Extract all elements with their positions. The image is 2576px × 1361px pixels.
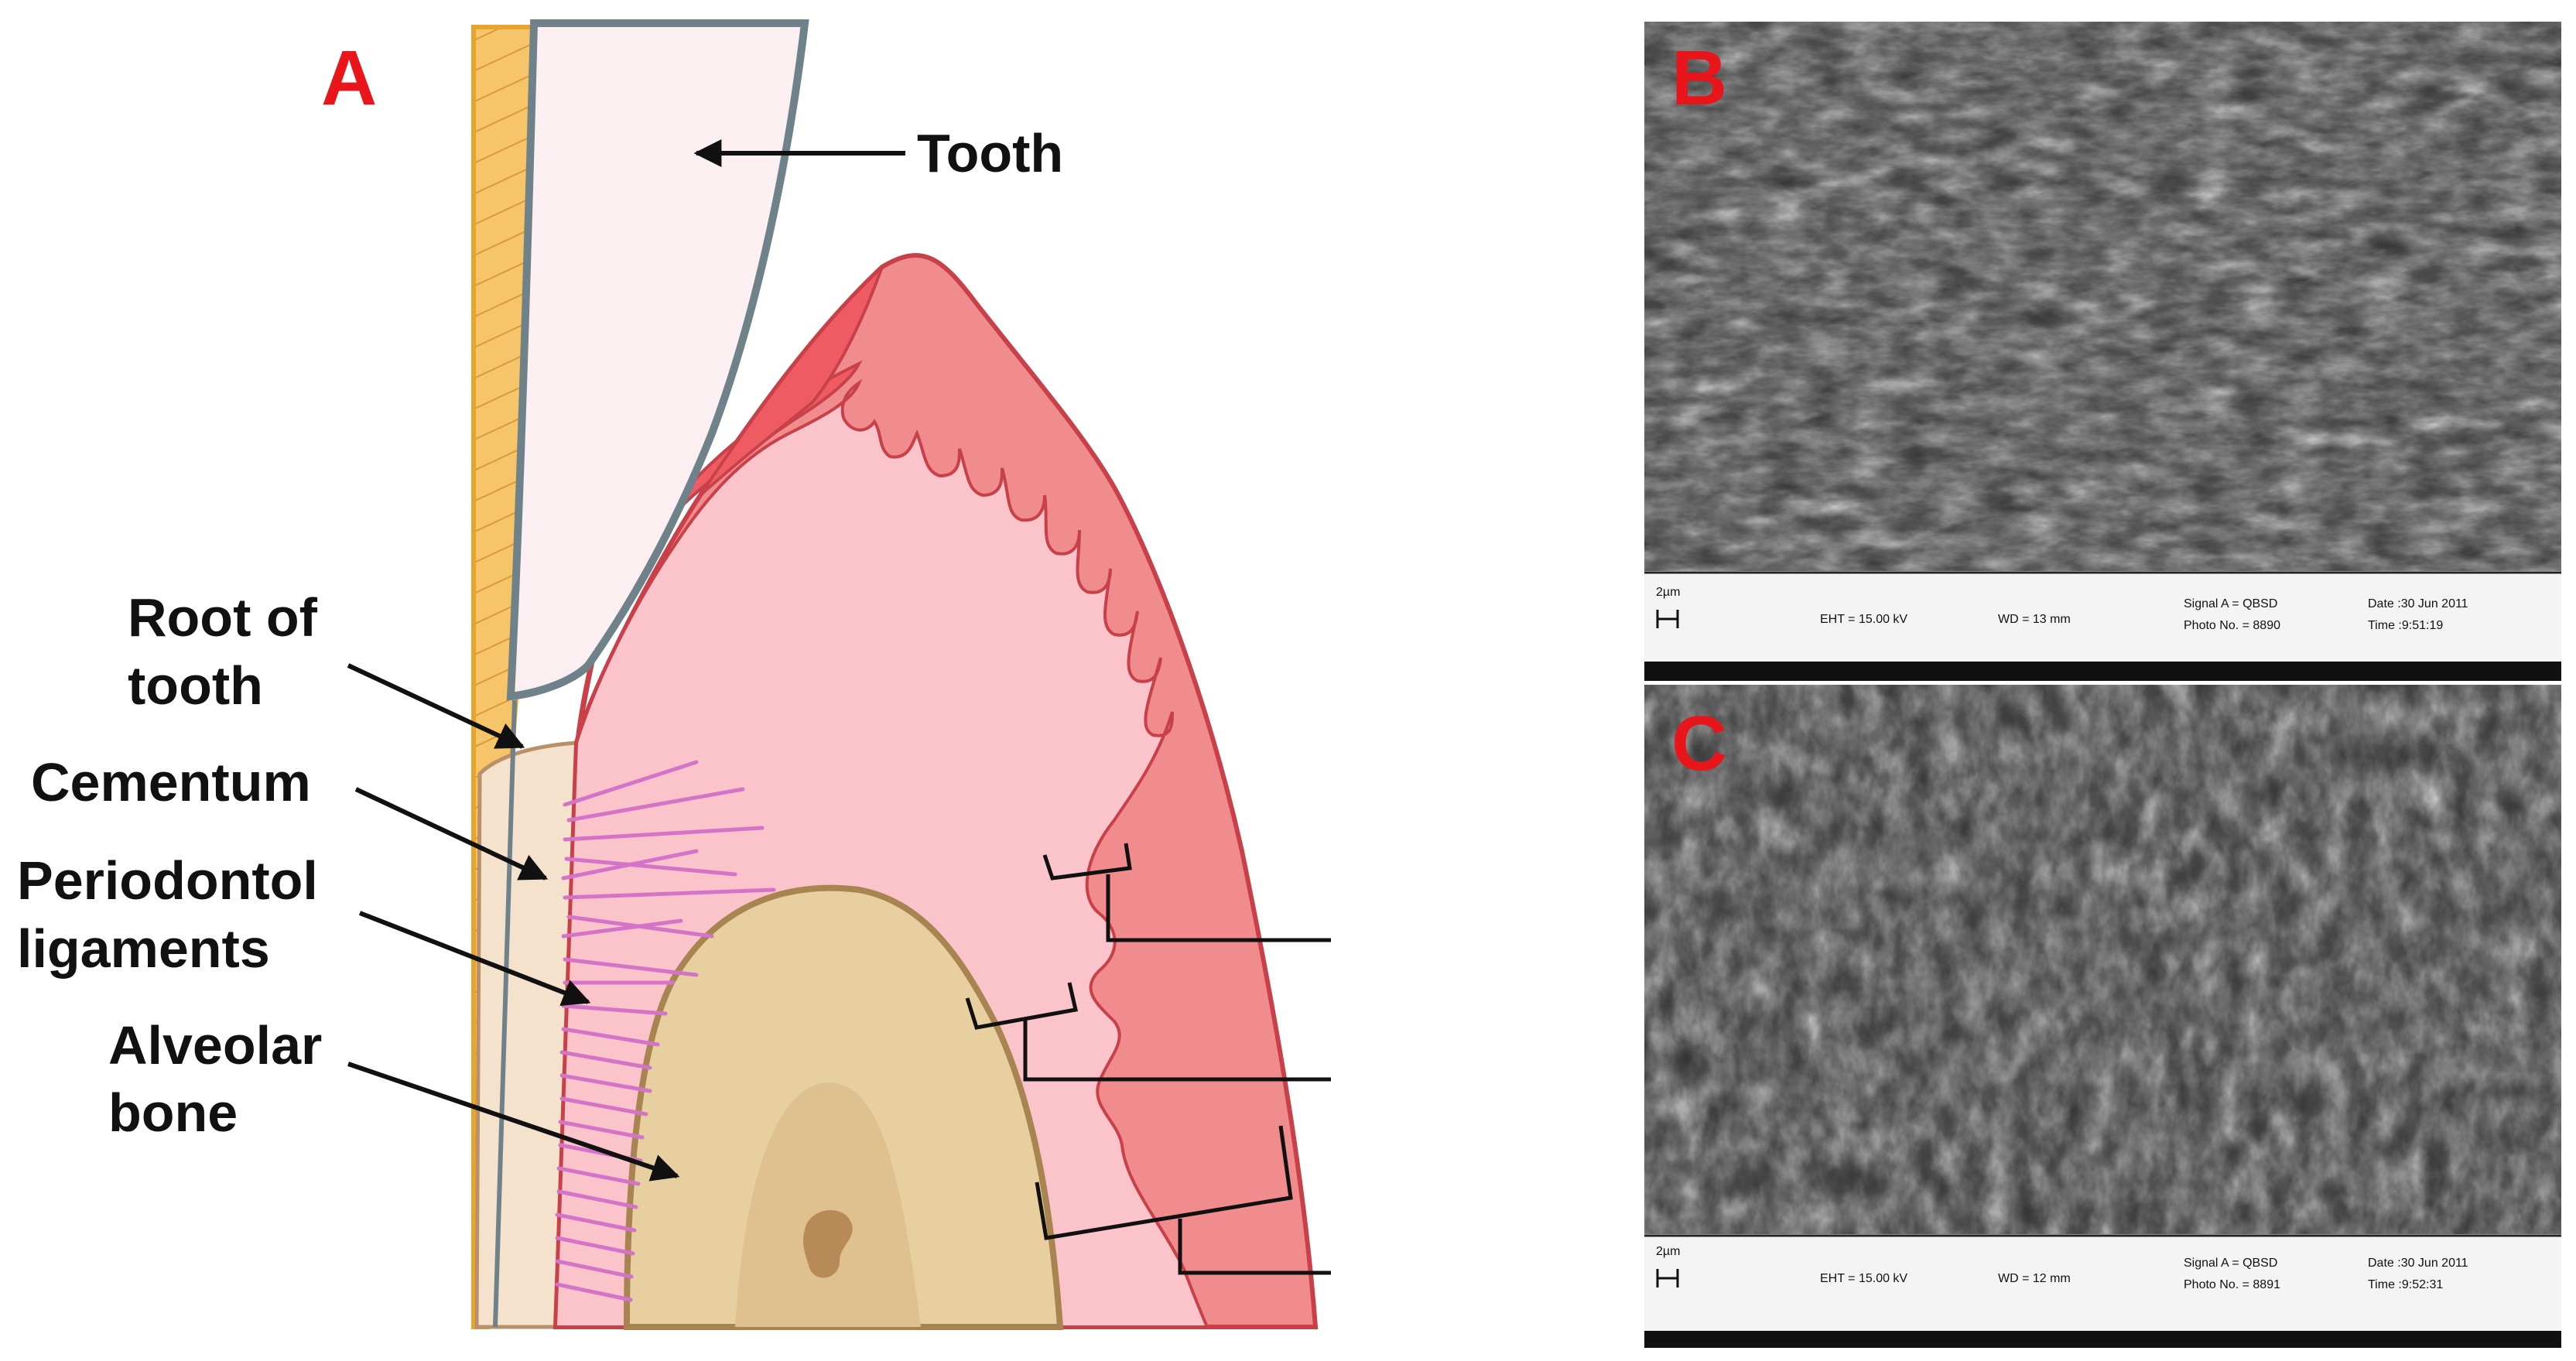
bone-label-line1: Alveolar [108,1015,322,1075]
sem-c-eht: EHT = 15.00 kV [1820,1272,1907,1285]
sem-c-bottom-strip [1644,1331,2561,1348]
periodontal-ligament-fibers [555,760,776,1302]
sem-b-signal: Signal A = QBSD [2184,597,2277,610]
reticular-label-line2: layer [1354,1098,1480,1158]
ligament-label-line2: ligaments [17,918,270,979]
panel-b-letter: B [1671,35,1727,121]
sem-b-eht: EHT = 15.00 kV [1820,613,1907,626]
sem-b-photo: Photo No. = 8890 [2184,619,2280,632]
panel-c-letter: C [1671,700,1727,787]
tooth-body [506,19,809,701]
sem-c-wd: WD = 12 mm [1998,1272,2071,1285]
cementum-arrow [354,787,549,881]
tooth-label: Tooth [917,123,1063,183]
papillary-label-line2: layer [1354,942,1480,1002]
panel-a-letter: A [321,35,377,121]
sem-b-scalebar [1656,610,1679,628]
bone-arrow [347,1062,680,1181]
sem-b-time: Time :9:51:19 [2368,619,2443,632]
reticular-label-line1: Reticular [1354,1031,1586,1091]
sem-c-databar [1644,1234,2561,1339]
tooth-outline-cervical [510,662,591,700]
sem-b-wd: WD = 13 mm [1998,613,2071,626]
reticular-leader [1023,1017,1331,1082]
lamina-leader [1178,1219,1331,1275]
sem-b-bottom-strip [1644,662,2561,681]
bone-marrow-shade [735,1082,921,1327]
ligament-label-line1: Periodontol [17,850,318,911]
cementum-label: Cementum [31,752,311,812]
sem-b-scale: 2µm [1656,586,1680,599]
panel-a-diagram: A Tooth Root of tooth Cementum Periodont… [17,19,1586,1330]
papillary-bracket [1042,843,1132,881]
root-label-line2: tooth [128,655,263,716]
sem-b-texture [1644,22,2561,571]
papillary-leader [1106,874,1331,942]
panel-c-sem-image: 2µm EHT = 15.00 kV WD = 12 mm Signal A =… [1644,685,2561,1348]
papillary-label-line1: Papillary [1354,874,1580,935]
sem-c-scale: 2µm [1656,1245,1680,1258]
lamina-label-line1: Lamina [1354,1193,1545,1253]
bone-nutrient-canal [802,1209,853,1278]
root-arrow [347,663,525,749]
bone-label-line2: bone [108,1082,238,1143]
junctional-epithelium [699,265,884,497]
root-surface-line [493,699,517,1328]
sem-c-scalebar [1656,1269,1679,1287]
label-arrows [347,139,905,1181]
sem-c-photo: Photo No. = 8891 [2184,1278,2280,1291]
layer-brackets [965,843,1331,1275]
sem-c-time: Time :9:52:31 [2368,1278,2443,1291]
sem-c-date: Date :30 Jun 2011 [2368,1257,2468,1270]
lamina-label-line2: propria [1354,1261,1541,1322]
root-label-line1: Root of [128,587,318,648]
lamina-bracket [1035,1125,1293,1240]
sem-b-databar [1644,571,2561,672]
sem-c-signal: Signal A = QBSD [2184,1257,2277,1270]
ligament-arrow [358,911,591,1007]
panel-b-sem-image: 2µm EHT = 15.00 kV WD = 13 mm Signal A =… [1644,22,2561,681]
sem-b-date: Date :30 Jun 2011 [2368,597,2468,610]
sem-c-texture [1644,685,2561,1234]
